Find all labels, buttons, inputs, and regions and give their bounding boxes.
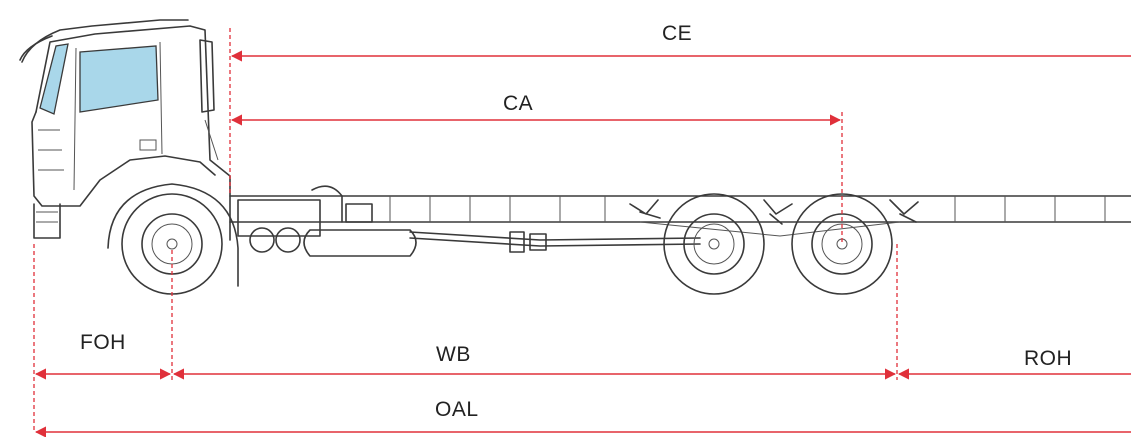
rear-wheel-rear-axle [791,193,893,295]
front-wheel [107,183,239,295]
label-ce: CE [662,22,692,45]
windshield [39,43,69,115]
side-window [79,45,159,113]
label-ca: CA [503,92,533,115]
label-roh: ROH [1024,347,1072,370]
label-oal: OAL [435,398,479,421]
dimension-lines [33,28,1131,437]
rear-wheel-front-axle [663,193,765,295]
label-wb: WB [436,343,471,366]
truck-chassis-icon [19,19,1131,295]
label-foh: FOH [80,331,126,354]
